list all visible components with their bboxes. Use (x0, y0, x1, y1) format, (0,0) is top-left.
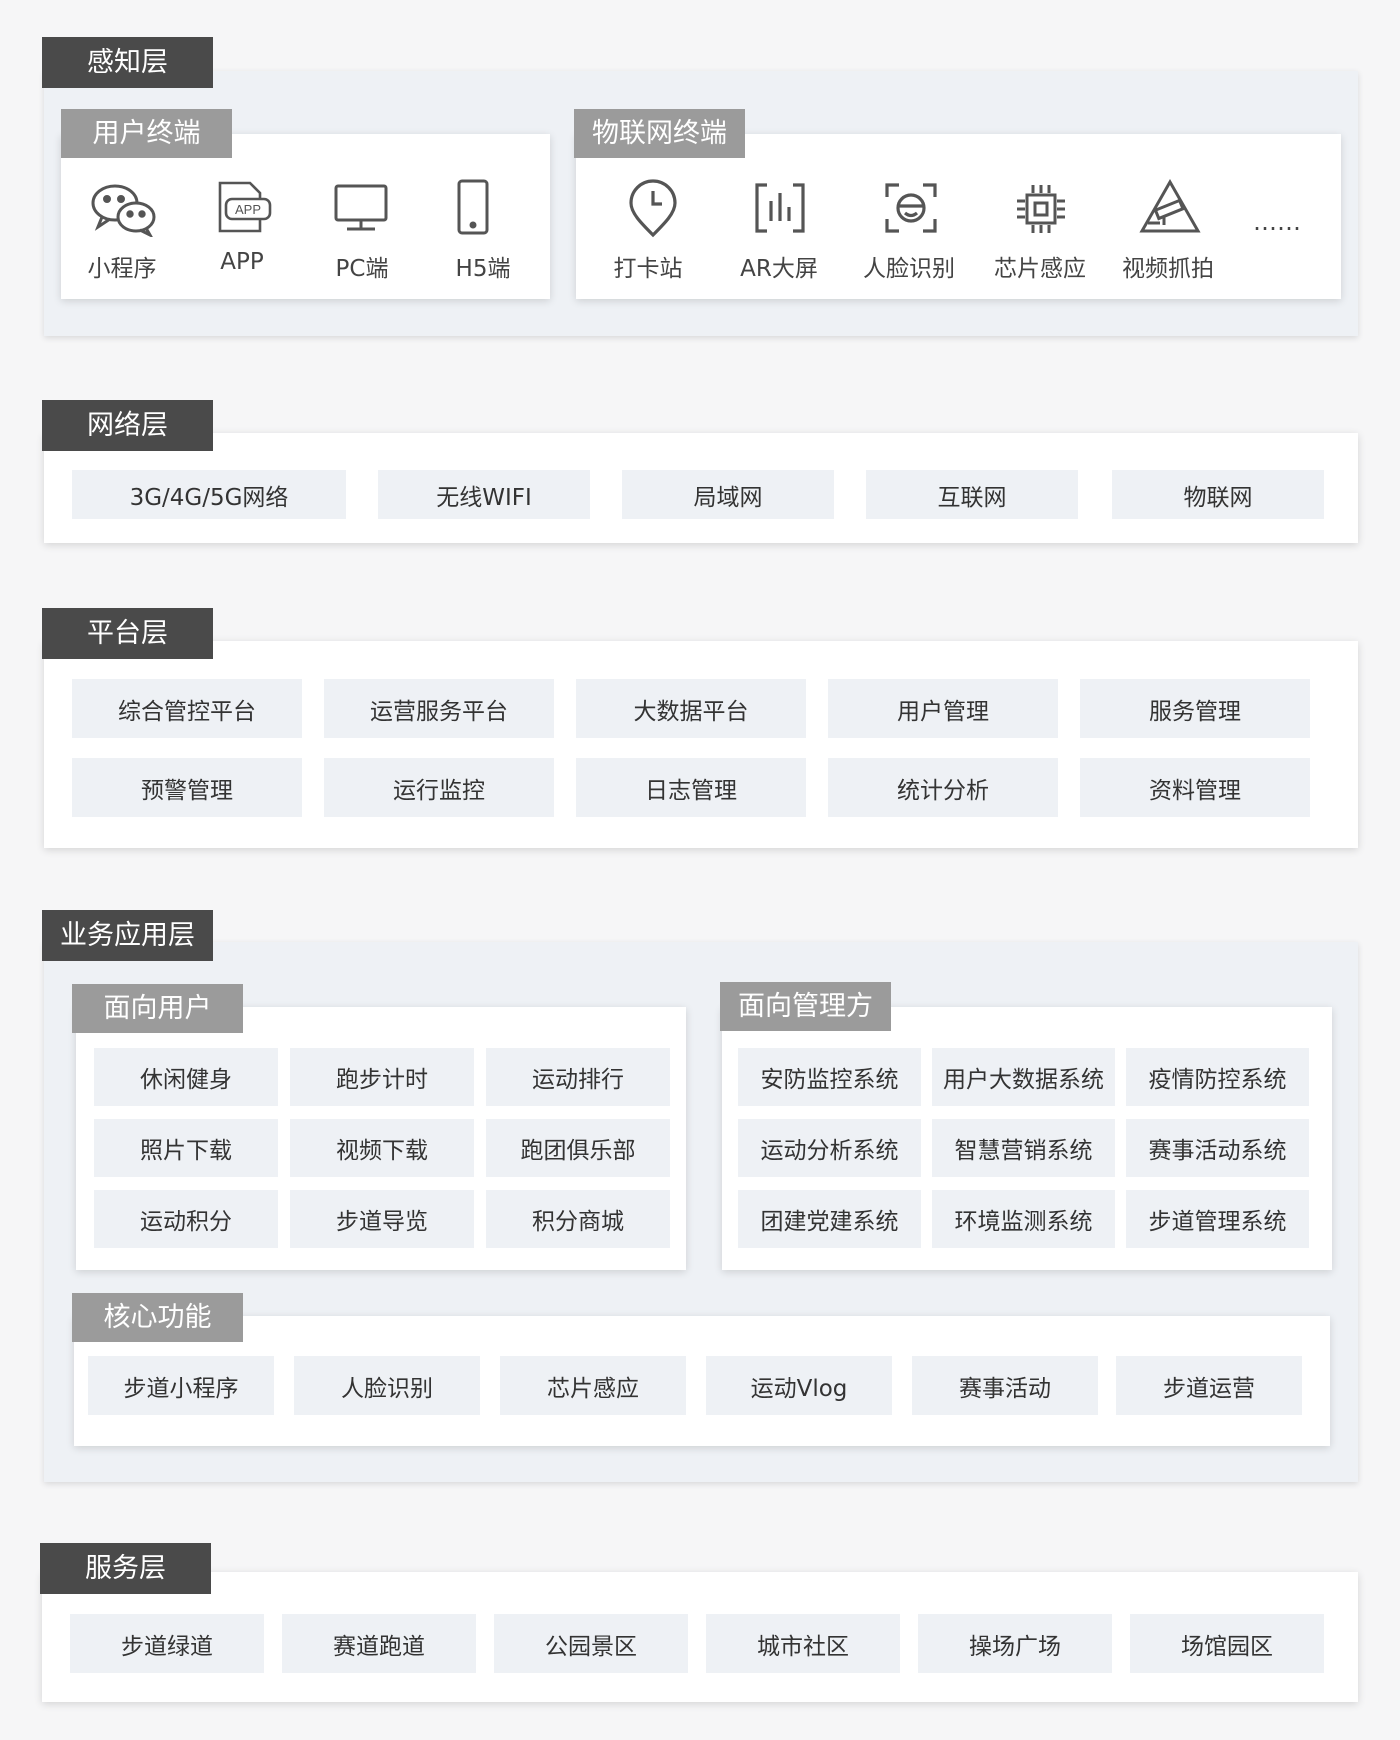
platform-item: 资料管理 (1080, 758, 1310, 817)
platform-item: 统计分析 (828, 758, 1058, 817)
for-users-item: 照片下载 (94, 1119, 278, 1177)
platform-item: 运营服务平台 (324, 679, 554, 738)
location-clock-icon (627, 179, 707, 239)
for-managers-item: 用户大数据系统 (932, 1048, 1115, 1106)
user-terminal-label: 小程序 (87, 256, 157, 282)
for-users-item: 运动积分 (94, 1190, 278, 1248)
more-ellipsis: …… (1253, 208, 1301, 236)
network-item: 无线WIFI (378, 470, 590, 519)
iot-terminal-label: 芯片感应 (994, 256, 1086, 282)
for-managers-item: 步道管理系统 (1126, 1190, 1309, 1248)
business-layer-title: 业务应用层 (42, 910, 213, 961)
platform-item: 服务管理 (1080, 679, 1310, 738)
camera-icon (1138, 179, 1218, 237)
service-item: 步道绿道 (70, 1614, 264, 1673)
network-item: 局域网 (622, 470, 834, 519)
core-function-item: 赛事活动 (912, 1356, 1098, 1415)
iot-terminal-label: 打卡站 (613, 256, 683, 282)
platform-item: 大数据平台 (576, 679, 806, 738)
platform-item: 用户管理 (828, 679, 1058, 738)
platform-layer-title: 平台层 (42, 608, 213, 659)
service-item: 赛道跑道 (282, 1614, 476, 1673)
for-managers-item: 赛事活动系统 (1126, 1119, 1309, 1177)
for-managers-item: 安防监控系统 (738, 1048, 921, 1106)
for-users-item: 积分商城 (486, 1190, 670, 1248)
app-icon: APP (214, 181, 294, 235)
core-function-item: 步道运营 (1116, 1356, 1302, 1415)
perception-layer-title: 感知层 (42, 37, 213, 88)
service-item: 场馆园区 (1130, 1614, 1324, 1673)
for-users-item: 运动排行 (486, 1048, 670, 1106)
core-function-item: 运动Vlog (706, 1356, 892, 1415)
user-terminal-label: APP (220, 249, 264, 275)
network-layer-title: 网络层 (42, 400, 213, 451)
for-managers-item: 智慧营销系统 (932, 1119, 1115, 1177)
platform-item: 综合管控平台 (72, 679, 302, 738)
core-function-item: 人脸识别 (294, 1356, 480, 1415)
network-item: 互联网 (866, 470, 1078, 519)
service-item: 城市社区 (706, 1614, 900, 1673)
for-users-item: 跑团俱乐部 (486, 1119, 670, 1177)
for-users-title: 面向用户 (72, 984, 243, 1033)
face-scan-icon (883, 181, 963, 235)
for-users-item: 步道导览 (290, 1190, 474, 1248)
for-users-item: 视频下载 (290, 1119, 474, 1177)
user-terminal-label: PC端 (335, 256, 389, 282)
iot-terminal-panel (576, 134, 1341, 299)
phone-icon (455, 179, 535, 235)
service-item: 公园景区 (494, 1614, 688, 1673)
network-item: 3G/4G/5G网络 (72, 470, 346, 519)
chip-icon (1013, 181, 1093, 237)
wechat-icon (88, 181, 168, 237)
iot-terminal-label: 人脸识别 (863, 256, 955, 282)
ar-screen-icon (753, 181, 833, 235)
iot-terminal-title: 物联网终端 (574, 109, 745, 158)
iot-terminal-label: 视频抓拍 (1122, 256, 1214, 282)
service-layer-title: 服务层 (40, 1543, 211, 1594)
network-item: 物联网 (1112, 470, 1324, 519)
for-users-item: 休闲健身 (94, 1048, 278, 1106)
for-users-item: 跑步计时 (290, 1048, 474, 1106)
core-functions-title: 核心功能 (72, 1293, 243, 1342)
monitor-icon (333, 183, 413, 233)
for-managers-item: 疫情防控系统 (1126, 1048, 1309, 1106)
for-managers-item: 团建党建系统 (738, 1190, 921, 1248)
for-managers-item: 环境监测系统 (932, 1190, 1115, 1248)
svg-text:APP: APP (235, 202, 261, 217)
for-managers-item: 运动分析系统 (738, 1119, 921, 1177)
user-terminal-label: H5端 (455, 256, 511, 282)
service-item: 操场广场 (918, 1614, 1112, 1673)
user-terminal-title: 用户终端 (61, 109, 232, 158)
core-function-item: 步道小程序 (88, 1356, 274, 1415)
core-function-item: 芯片感应 (500, 1356, 686, 1415)
iot-terminal-label: AR大屏 (740, 256, 818, 282)
platform-item: 运行监控 (324, 758, 554, 817)
platform-item: 预警管理 (72, 758, 302, 817)
platform-item: 日志管理 (576, 758, 806, 817)
for-managers-title: 面向管理方 (720, 982, 891, 1031)
